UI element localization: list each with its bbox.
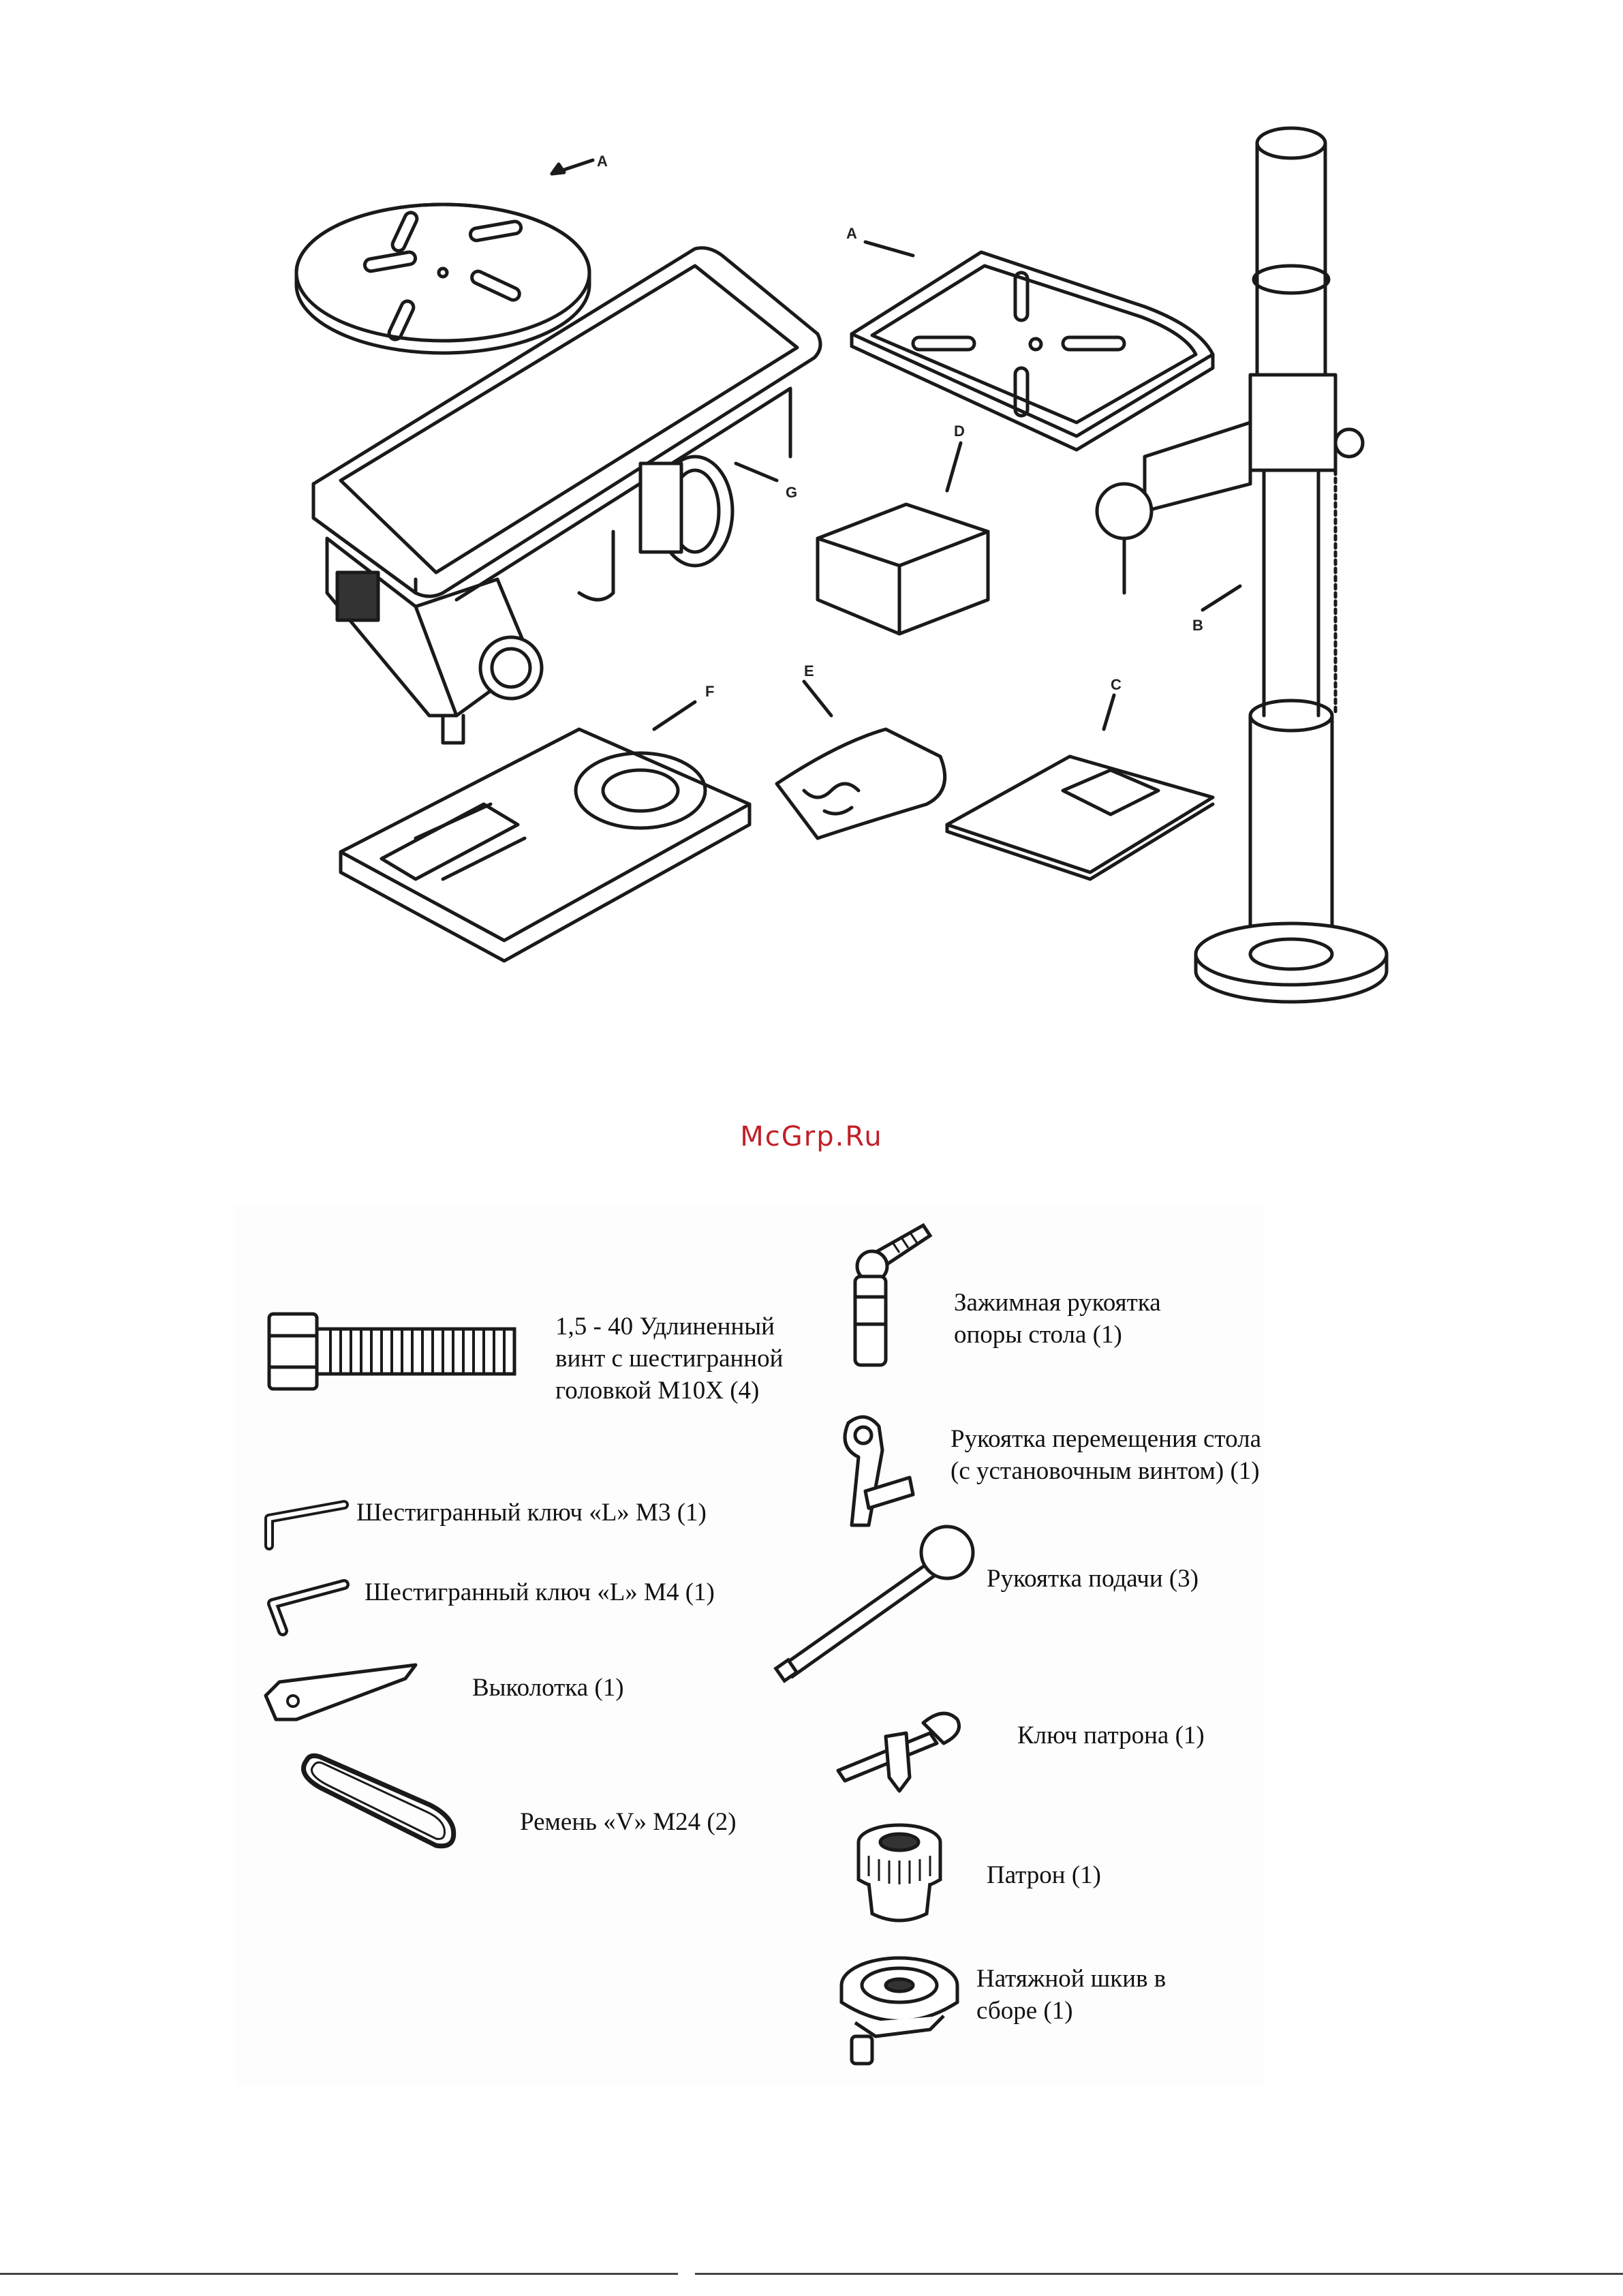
watermark-text: McGrp.Ru: [740, 1121, 883, 1152]
feed-handle-icon: [773, 1525, 975, 1683]
round-table-icon: [294, 158, 595, 355]
svg-text:D: D: [954, 423, 965, 440]
hex-key-icon: [267, 1579, 350, 1636]
part-label-crank-handle: Рукоятка перемещения стола (с установочн…: [950, 1425, 1262, 1485]
base-plate-icon: [339, 700, 752, 963]
drill-press-parts-illustration: A G: [294, 126, 1389, 1004]
svg-text:C: C: [1111, 676, 1122, 693]
svg-text:F: F: [705, 683, 714, 700]
square-table-icon: [850, 240, 1215, 452]
column-icon: [1095, 126, 1389, 1004]
part-label-hex-key-m4: Шестигранный ключ «L» M4 (1): [365, 1578, 715, 1606]
part-label-bolt: 1,5 - 40 Удлиненный винт с шестигранной …: [555, 1313, 784, 1405]
parts-panel: 1,5 - 40 Удлиненный винт с шестигранной …: [235, 1205, 1264, 2085]
part-label-drift: Выколотка (1): [472, 1674, 624, 1702]
svg-text:G: G: [786, 484, 797, 501]
clamp-handle-icon: [853, 1223, 933, 1367]
crank-handle-icon: [843, 1415, 915, 1527]
footer-divider: [695, 2273, 1623, 2275]
box-icon: [816, 441, 990, 636]
part-label-feed-handle: Рукоятка подачи (3): [987, 1565, 1199, 1593]
part-label-chuck-key: Ключ патрона (1): [1017, 1721, 1205, 1749]
svg-text:B: B: [1192, 617, 1203, 634]
footer-divider: [0, 2273, 678, 2275]
chuck-key-icon: [836, 1711, 961, 1793]
hardware-bag-icon: [775, 679, 947, 840]
part-label-drill-chuck: Патрон (1): [987, 1861, 1101, 1889]
manual-icon: [945, 693, 1215, 881]
drift-key-icon: [264, 1663, 418, 1721]
part-label-hex-key-m3: Шестигранный ключ «L» M3 (1): [356, 1499, 707, 1527]
tension-pulley-icon: [839, 1956, 959, 2066]
drill-chuck-icon: [856, 1823, 942, 1923]
part-label-clamp-handle: Зажимная рукоятка опоры стола (1): [954, 1289, 1161, 1349]
svg-text:E: E: [804, 662, 814, 679]
part-label-v-belt: Ремень «V» M24 (2): [520, 1808, 737, 1836]
hex-bolt-icon: [267, 1312, 516, 1391]
hex-key-icon: [264, 1500, 349, 1550]
part-label-tension-pulley: Натяжной шкив в сборе (1): [976, 1965, 1166, 2025]
drill-head-icon: [311, 246, 822, 745]
svg-text:A: A: [846, 225, 857, 242]
label-a-left: A: [597, 153, 608, 170]
v-belt-icon: [301, 1753, 457, 1849]
